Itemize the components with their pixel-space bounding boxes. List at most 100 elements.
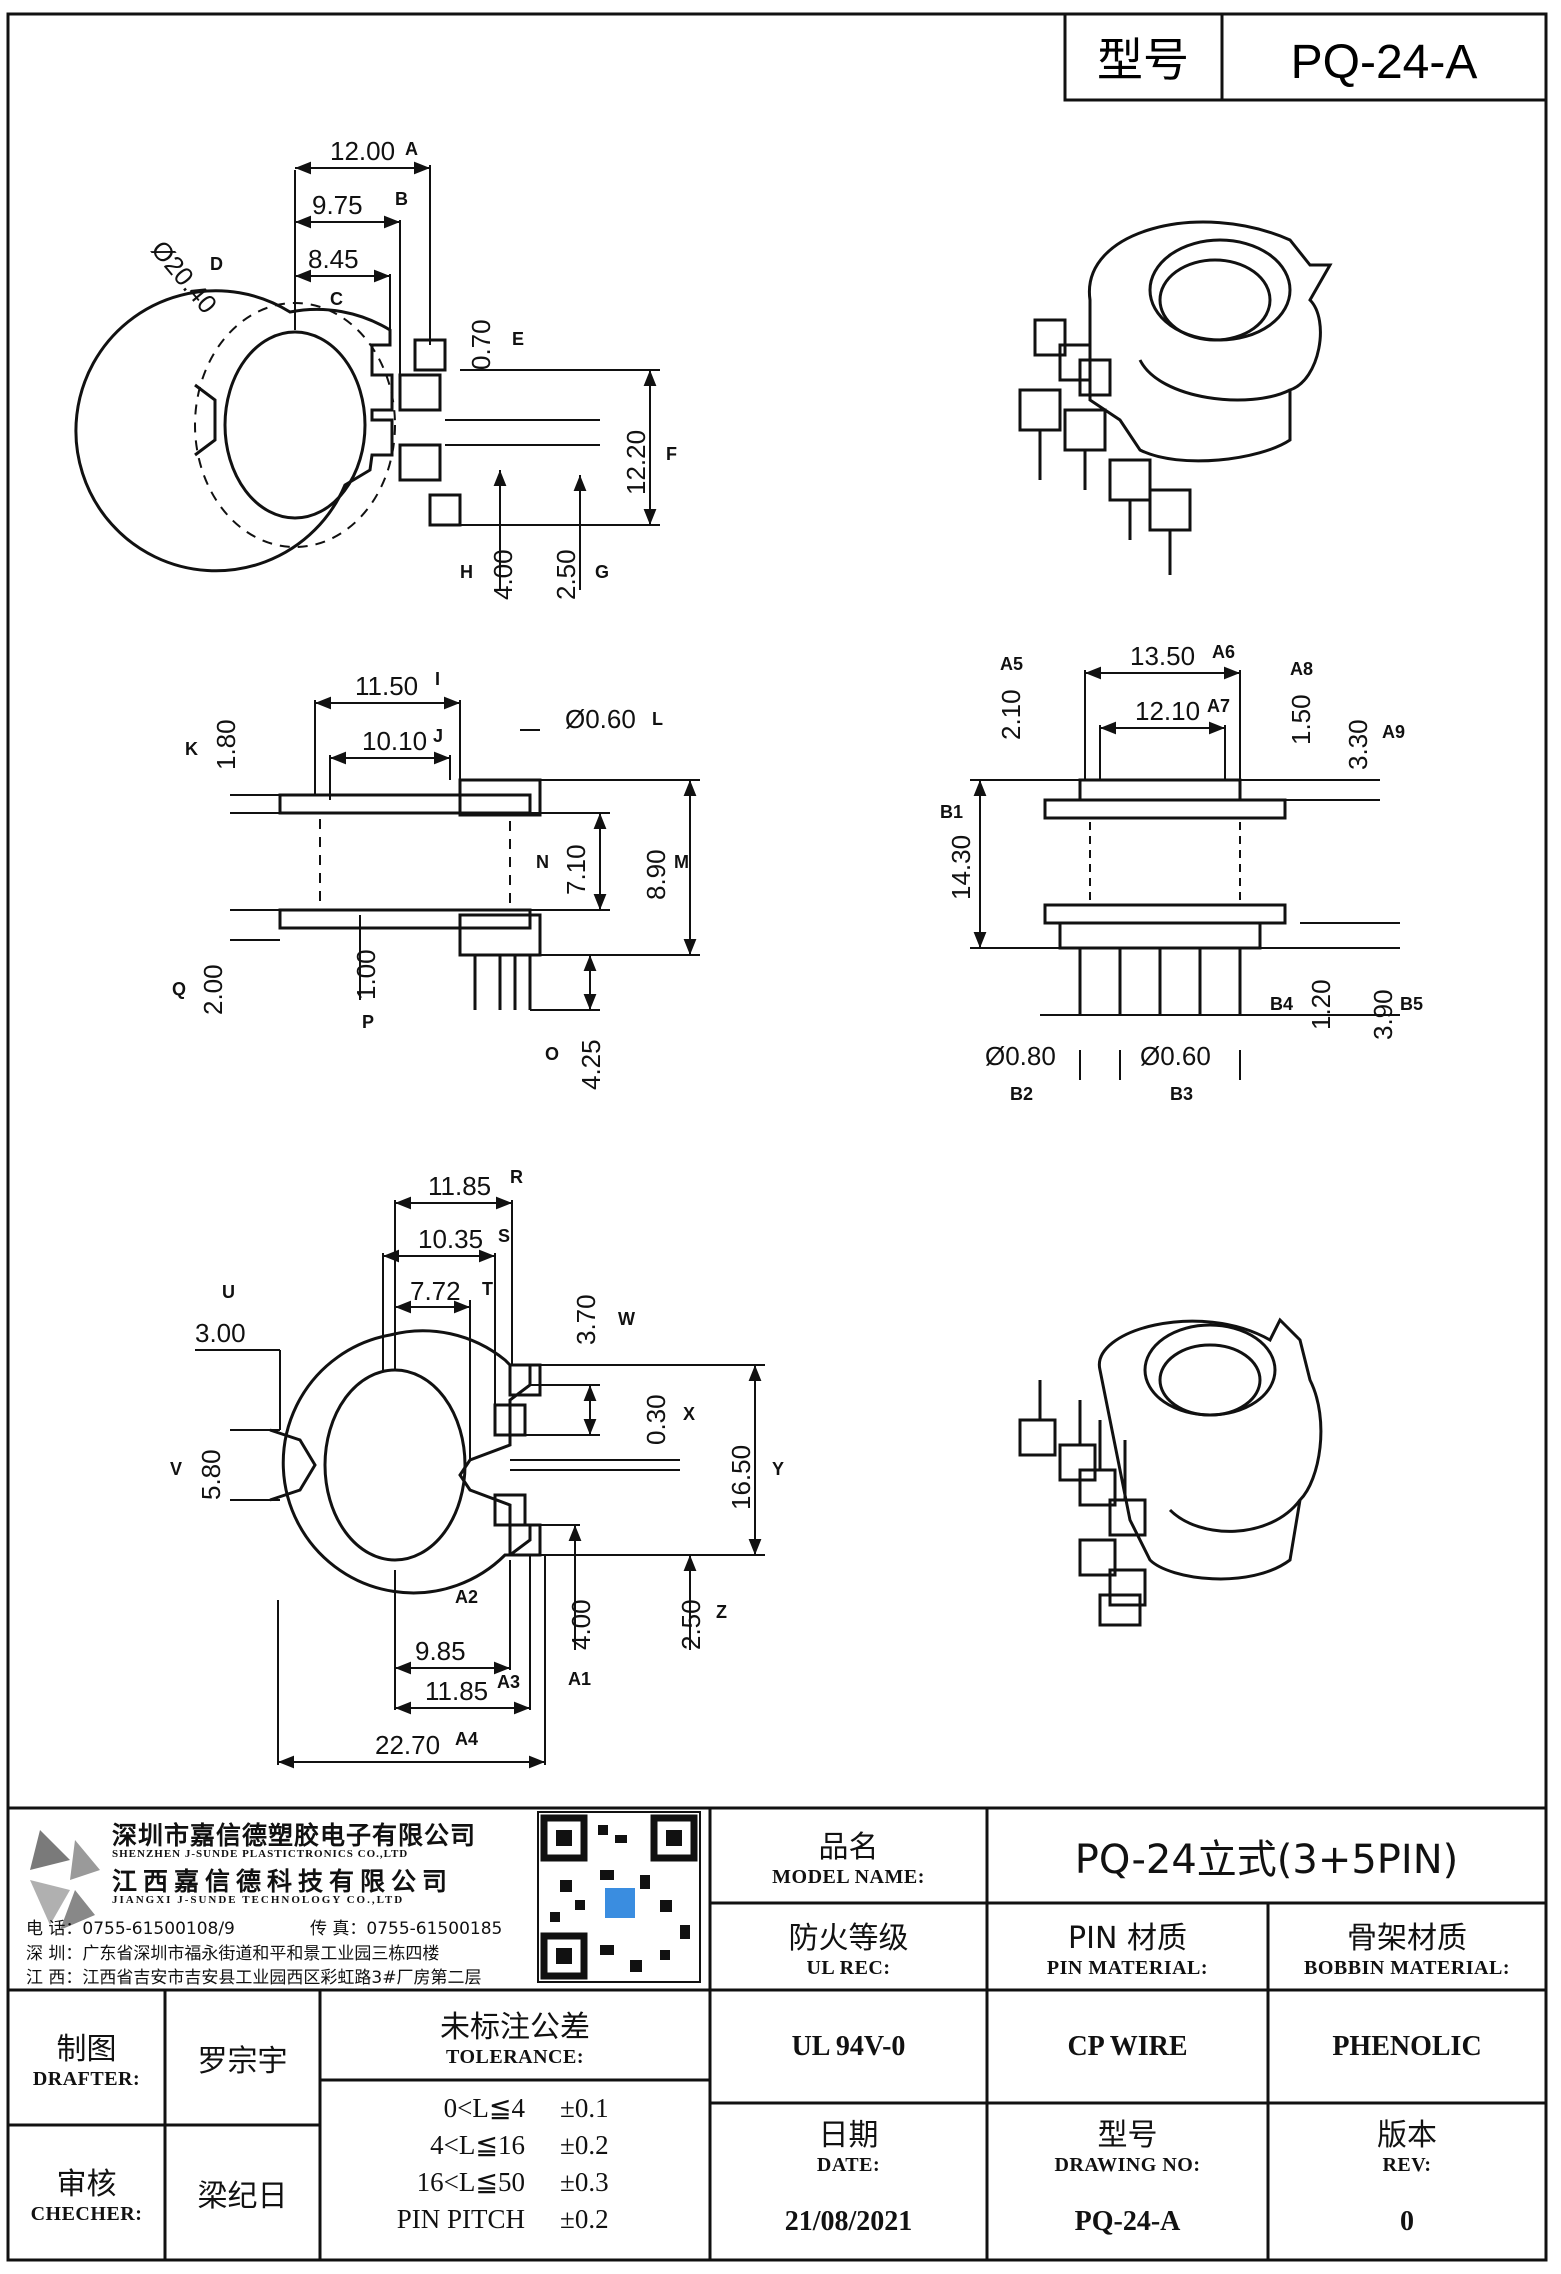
dim-value: 2.50 [676,1599,706,1650]
company-addr-sz: 深 圳：广东省深圳市福永街道和平和景工业园三栋四楼 [26,1944,440,1964]
iso-view-top [1018,220,1333,575]
dim-value: 1.20 [1306,979,1336,1030]
ul-rec-label-en: UL REC: [806,1957,891,1979]
dim-value: 10.10 [362,726,427,756]
dim-callout: D [210,254,223,274]
dim-value: 10.35 [418,1224,483,1254]
dim-callout: B4 [1270,994,1293,1014]
dim-callout: V [170,1459,182,1479]
ul-rec-label: 防火等级 UL REC: [710,1903,987,1990]
product-name-value: PQ-24立式(3+5PIN) [987,1808,1546,1903]
header-model-box: 型号 PQ-24-A [1063,12,1548,102]
tolerance-range: PIN PITCH [396,2204,525,2234]
side-view-labels: 11.50 I 10.10 J 1.80 K Ø0.60 L 8.90 M 7.… [172,669,689,1090]
tolerance-value: ±0.2 [560,2204,609,2234]
dim-value: 9.75 [312,190,363,220]
dim-value: 3.70 [571,1294,601,1345]
dim-value: 4.00 [566,1599,596,1650]
side-view [278,778,542,1010]
dim-callout: F [666,444,677,464]
bottom-view [269,1329,542,1595]
dim-value: Ø0.80 [985,1041,1056,1071]
dim-callout: Q [172,979,186,999]
dim-callout: B [395,189,408,209]
dim-callout: B3 [1170,1084,1193,1104]
bottom-view-dims [195,1196,765,1769]
dim-value: 4.25 [576,1039,606,1090]
dim-callout: J [433,726,443,746]
dim-callout: A [405,139,418,159]
dim-callout: A6 [1212,642,1235,662]
dim-callout: A5 [1000,654,1023,674]
dim-value: 2.50 [551,549,581,600]
dim-value: 0.70 [466,319,496,370]
company-name-sz: 深圳市嘉信德塑胶电子有限公司 [112,1821,477,1850]
pin-material-value: CP WIRE [987,1990,1268,2103]
bobbin-material-label-cn: 骨架材质 [1347,1921,1467,1956]
dim-value: 2.00 [198,964,228,1015]
pin-material-label: PIN 材质 PIN MATERIAL: [987,1903,1268,1990]
dim-value: Ø0.60 [1140,1041,1211,1071]
front-view-labels: 13.50 A6 12.10 A7 2.10 A5 1.50 A8 3.30 A… [940,641,1423,1104]
dim-callout: S [498,1226,510,1246]
product-name-label-en: MODEL NAME: [772,1866,925,1888]
dim-value: 1.00 [351,949,381,1000]
checker-label: 审核 CHECHER: [8,2125,165,2260]
dim-value: 3.90 [1368,989,1398,1040]
dim-callout: G [595,562,609,582]
dim-callout: M [674,852,689,872]
checker-value: 梁纪日 [165,2125,320,2260]
pin-material-value-text: CP WIRE [1067,2030,1188,2062]
dim-value: 0.30 [641,1394,671,1445]
rev-label-en: REV: [1382,2153,1432,2176]
tolerance-range: 4<L≦16 [430,2130,525,2160]
dim-value: 8.45 [308,244,359,274]
dim-value: Ø20.40 [145,235,223,320]
dim-value: 11.50 [355,671,418,701]
dim-value: 3.30 [1343,719,1373,770]
checker-label-en: CHECHER: [30,2203,143,2225]
dim-callout: A8 [1290,659,1313,679]
tolerance-value: ±0.1 [560,2093,609,2123]
dim-callout: R [510,1167,523,1187]
dim-callout: A1 [568,1669,591,1689]
bobbin-material-value: PHENOLIC [1268,1990,1546,2103]
drafter-value: 罗宗宇 [165,1990,320,2125]
dim-callout: A2 [455,1587,478,1607]
ul-rec-value: UL 94V-0 [710,1990,987,2103]
front-view-dims [970,666,1400,1080]
dim-callout: B2 [1010,1084,1033,1104]
bobbin-material-label-en: BOBBIN MATERIAL: [1304,1957,1510,1979]
tolerance-label-en: TOLERANCE: [446,2045,584,2068]
dim-value: 11.85 [428,1171,491,1201]
company-addr-jx: 江 西：江西省吉安市吉安县工业园西区彩虹路3#厂房第二层 [26,1968,482,1988]
dim-value: 7.10 [561,844,591,895]
date-label-en: DATE: [816,2153,881,2176]
drawing-no-value-text: PQ-24-A [1074,2205,1181,2237]
top-view-dims [294,161,660,590]
header-model-value: PQ-24-A [1291,36,1478,89]
product-name-label: 品名 MODEL NAME: [710,1808,987,1903]
dim-callout: H [460,562,473,582]
dim-callout: C [330,289,343,309]
drawing-no-label-en: DRAWING NO: [1054,2153,1201,2176]
top-view-labels: 12.00 A 9.75 B 8.45 C Ø20.40 D 0.70 E 12… [145,136,677,600]
dim-value: 1.50 [1286,694,1316,745]
drafter-value-text: 罗宗宇 [197,2043,288,2079]
title-block-grid [8,1806,1546,2260]
rev-value: 0 [1268,2183,1546,2260]
date-value: 21/08/2021 [710,2183,987,2260]
tolerance-value: ±0.3 [560,2167,609,2197]
company-name-sz-en: SHENZHEN J-SUNDE PLASTICTRONICS CO.,LTD [112,1848,409,1860]
drawing-no-label: 型号 DRAWING NO: [987,2103,1268,2183]
dim-value: 14.30 [946,835,976,900]
dim-value: 8.90 [641,849,671,900]
dim-callout: B1 [940,802,963,822]
tolerance-value: ±0.2 [560,2130,609,2160]
date-label-cn: 日期 [818,2117,879,2153]
dim-callout: A4 [455,1729,478,1749]
checker-label-cn: 审核 [56,2167,117,2202]
dim-value: Ø0.60 [565,704,636,734]
tolerance-label-cn: 未标注公差 [440,2009,590,2045]
dim-callout: T [482,1279,493,1299]
